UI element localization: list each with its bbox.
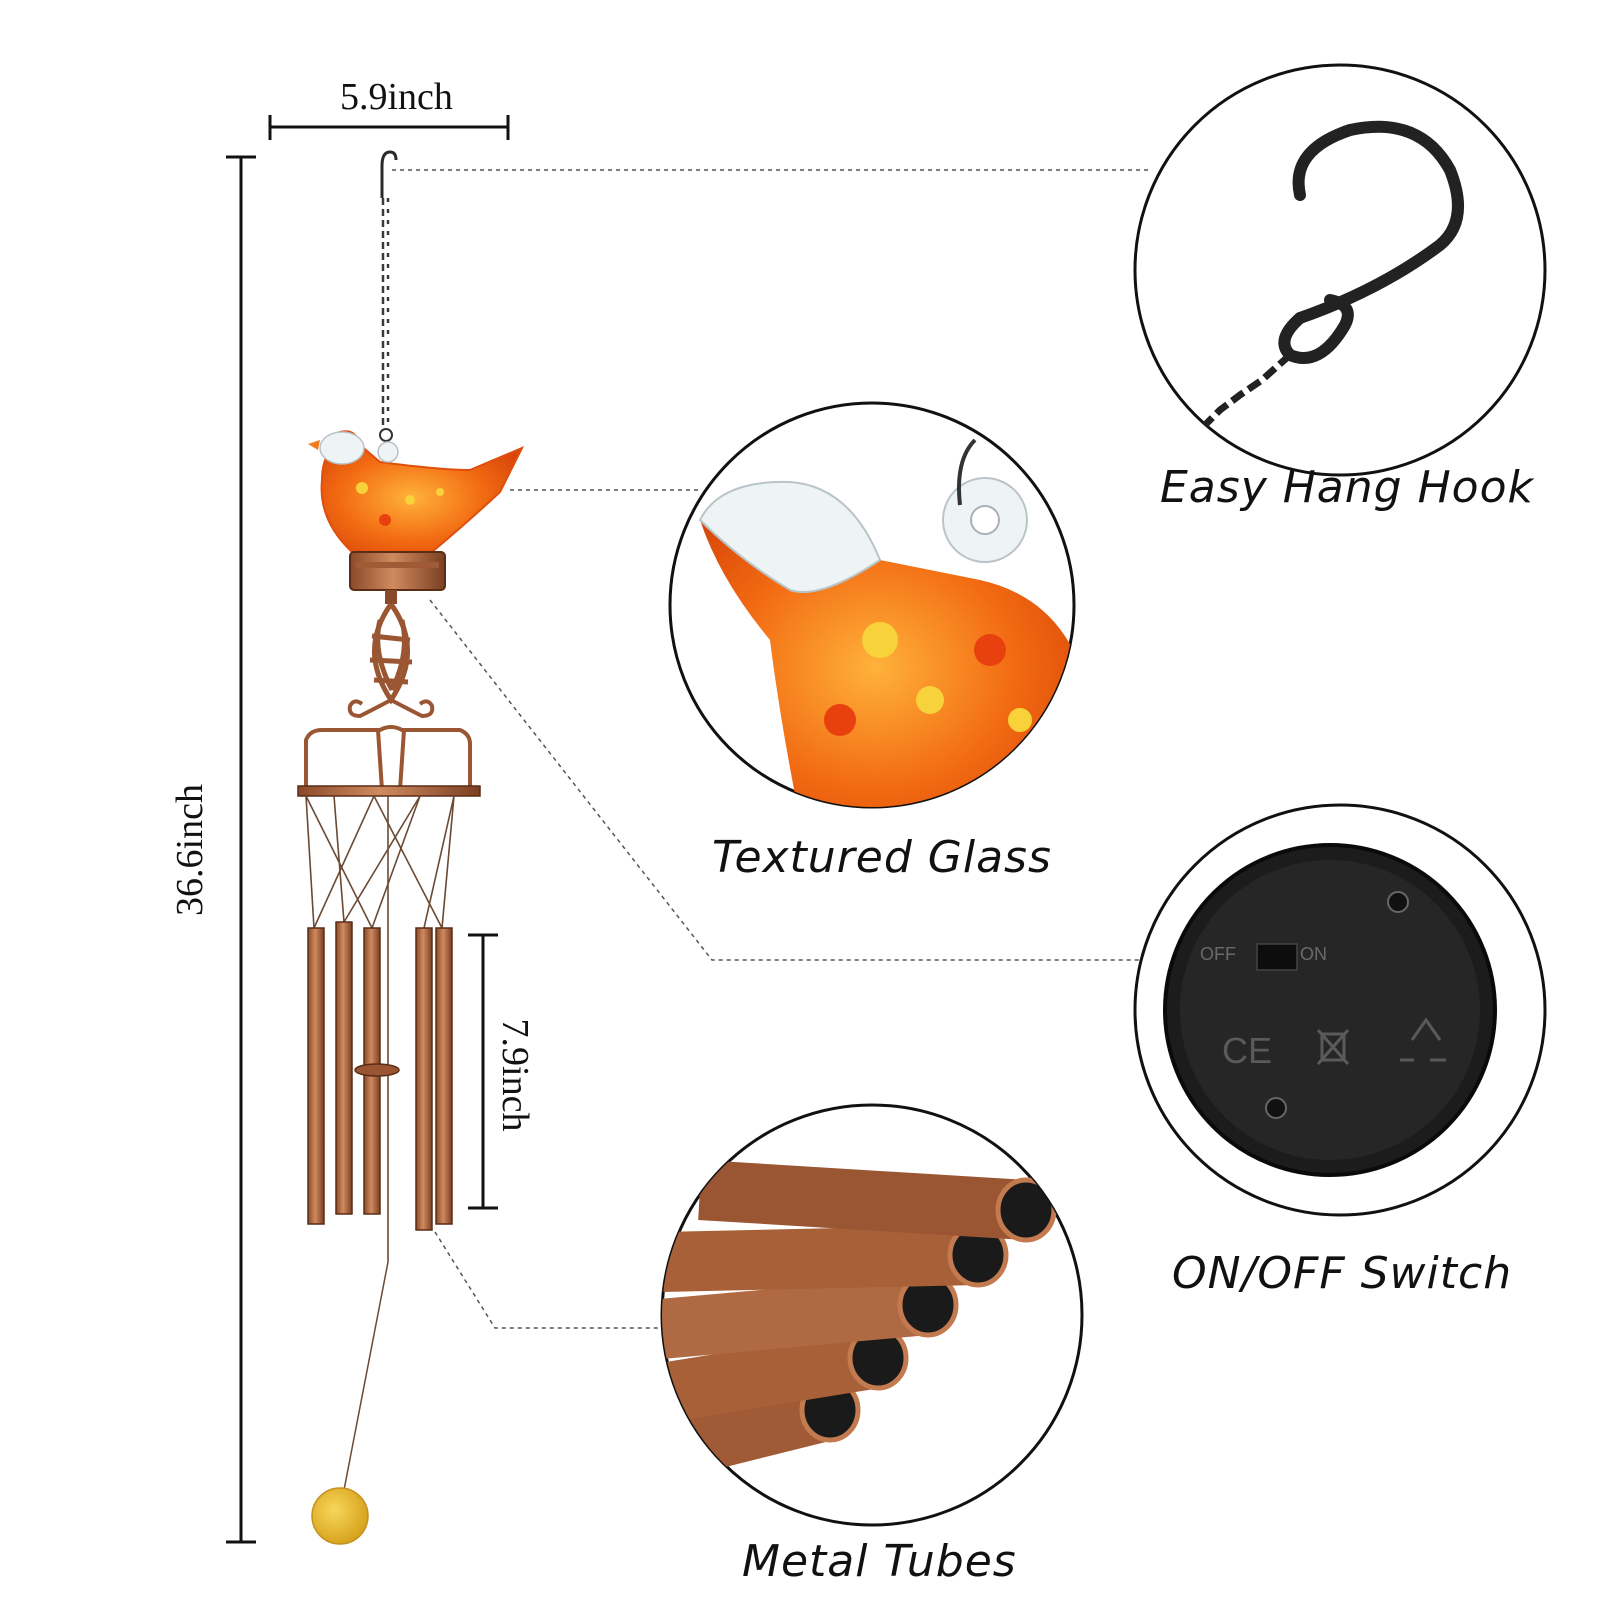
- ce-mark: CE: [1222, 1030, 1273, 1071]
- caption-on-off-switch: ON/OFF Switch: [1172, 1248, 1513, 1299]
- top-hook-icon: [380, 150, 398, 198]
- glass-bird-icon: [308, 430, 525, 553]
- hook-detail-circle: [1133, 63, 1547, 477]
- caption-metal-tubes: Metal Tubes: [742, 1536, 1017, 1587]
- switch-off-label: OFF: [1200, 944, 1236, 964]
- caption-easy-hang-hook: Easy Hang Hook: [1160, 462, 1534, 513]
- wind-chime-illustration: [297, 150, 525, 1545]
- height-dimension-line: [226, 155, 256, 1544]
- chime-strings: [305, 795, 455, 1262]
- caption-textured-glass: Textured Glass: [712, 832, 1052, 883]
- spiral-cage-icon: [369, 602, 413, 705]
- switch-panel-icon: [1163, 843, 1497, 1177]
- chain-icon: [381, 198, 390, 430]
- width-dimension-label: 5.9inch: [340, 76, 453, 118]
- recycle-icon: [1400, 1017, 1446, 1062]
- tube-dimension-line: [468, 933, 498, 1210]
- weee-bin-icon: [1316, 1029, 1350, 1065]
- glass-detail-circle: [668, 401, 1076, 809]
- tube-length-label: 7.9inch: [494, 1018, 536, 1132]
- leader-lines: [392, 169, 1148, 1329]
- tubes-detail-circle: [660, 1103, 1084, 1527]
- chime-tubes: [307, 921, 453, 1231]
- s-hook-icon: [1197, 120, 1464, 433]
- switch-on-label: ON: [1300, 944, 1327, 964]
- width-dimension-line: [268, 115, 510, 140]
- scroll-ornament-icon: [304, 698, 472, 791]
- switch-detail-circle: [1133, 803, 1547, 1217]
- height-dimension-label: 36.6inch: [169, 784, 211, 916]
